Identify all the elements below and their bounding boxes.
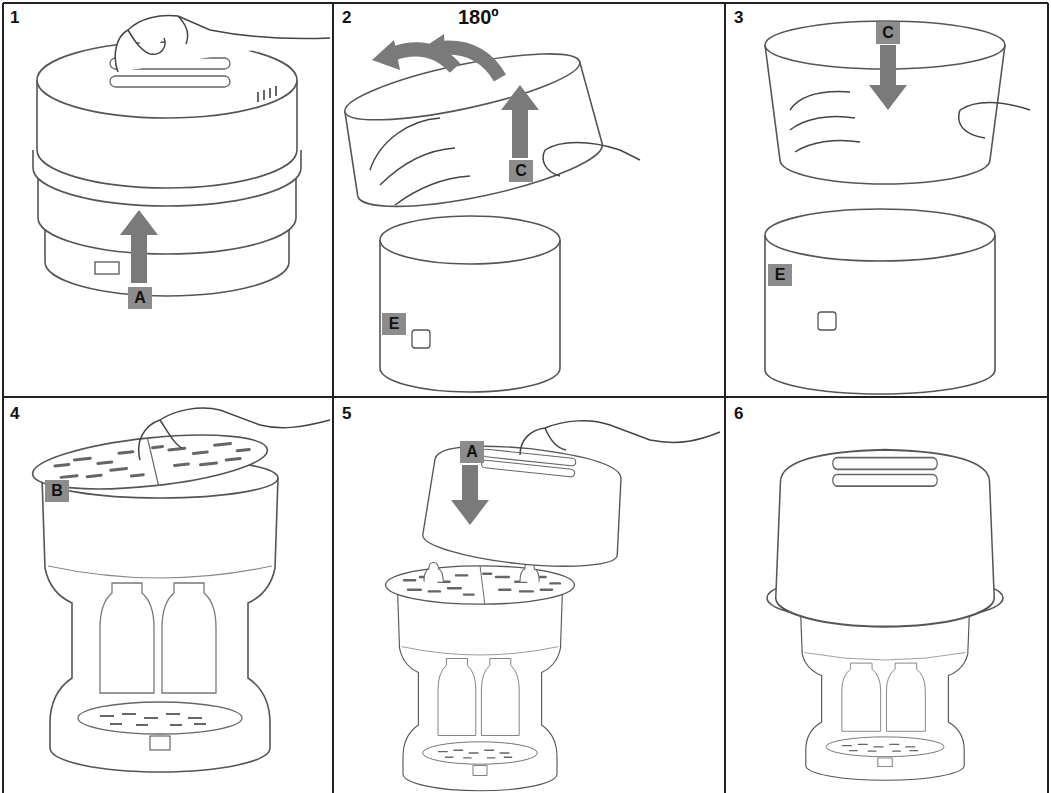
arrow-down bbox=[869, 45, 907, 110]
lid-body bbox=[765, 45, 1005, 184]
panel-number: 5 bbox=[342, 404, 351, 424]
hand bbox=[370, 118, 640, 205]
hand bbox=[115, 16, 330, 72]
panel-number: 4 bbox=[10, 404, 19, 424]
arrow-up bbox=[120, 210, 158, 283]
hand bbox=[139, 408, 330, 460]
base-rim bbox=[380, 216, 560, 264]
power-button bbox=[818, 312, 836, 330]
panel-number: 2 bbox=[342, 8, 351, 28]
tray bbox=[386, 566, 575, 604]
callout-letter: A bbox=[460, 441, 484, 463]
panel-grid bbox=[3, 3, 1048, 793]
rotation-angle: 180º bbox=[458, 6, 499, 29]
panel-number: 6 bbox=[734, 404, 743, 424]
arrow-up bbox=[501, 85, 539, 158]
tilted-lid bbox=[335, 39, 607, 221]
lid bbox=[776, 450, 995, 627]
lid-rim bbox=[340, 40, 584, 133]
lid-descending bbox=[421, 438, 628, 573]
power-button bbox=[412, 330, 430, 348]
hand bbox=[790, 92, 1030, 152]
rotate-arrow bbox=[392, 49, 455, 68]
panel-number: 1 bbox=[10, 8, 19, 28]
arrowhead bbox=[372, 40, 400, 70]
callout-letter: E bbox=[382, 313, 406, 335]
callout-letter: C bbox=[876, 22, 900, 44]
power-button bbox=[95, 262, 119, 274]
hand bbox=[520, 421, 720, 455]
callout-letter: A bbox=[128, 287, 152, 309]
base-rim bbox=[765, 209, 995, 261]
panel-number: 3 bbox=[734, 8, 743, 28]
callout-letter: C bbox=[509, 160, 533, 182]
lid-slot bbox=[110, 76, 230, 87]
sterilizer-body bbox=[42, 458, 278, 772]
nipples bbox=[424, 563, 539, 582]
lid-vents bbox=[258, 86, 276, 102]
lid bbox=[421, 438, 628, 573]
arrow-down bbox=[451, 465, 489, 525]
callout-letter: E bbox=[768, 264, 792, 286]
callout-letter: B bbox=[45, 480, 69, 502]
